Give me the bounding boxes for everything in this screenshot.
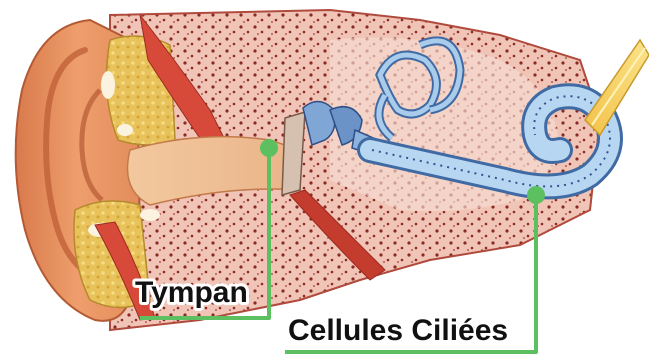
- cellules-label: Cellules Ciliées: [288, 314, 508, 347]
- tympan-marker-dot: [260, 139, 278, 157]
- tympan-label: Tympan: [135, 276, 248, 309]
- cellules-marker-dot: [527, 186, 545, 204]
